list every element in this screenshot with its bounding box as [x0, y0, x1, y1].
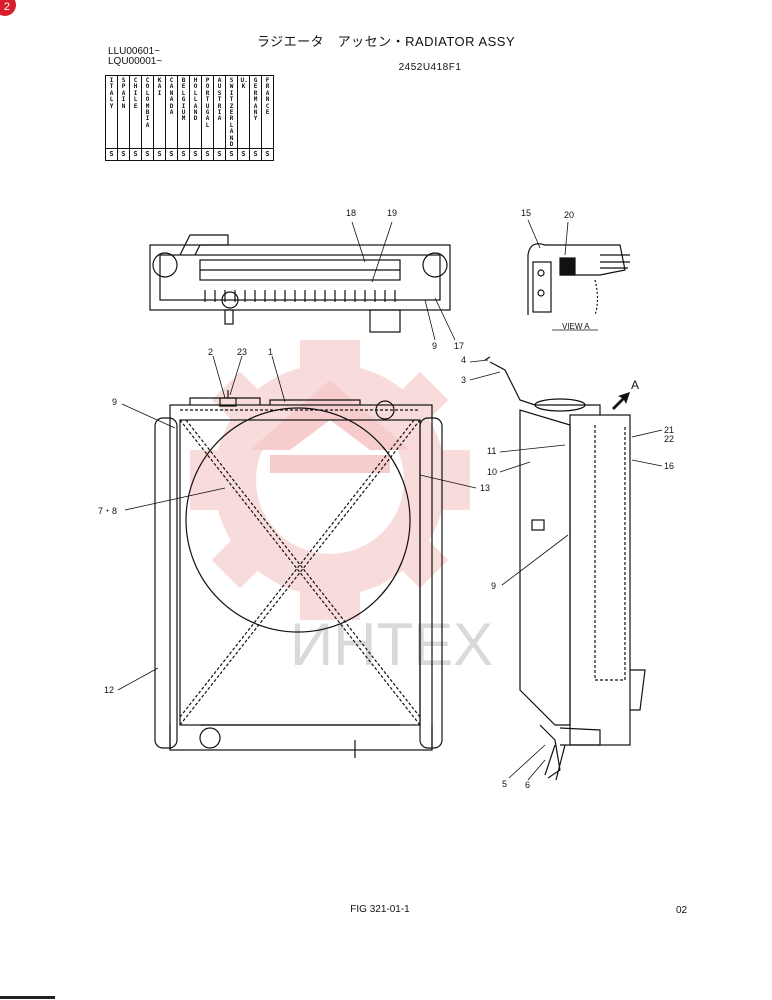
serial-range-2: LQU00001~ [108, 56, 163, 67]
country-name: BELGIUM [181, 77, 186, 123]
callout-2: 2 [208, 347, 214, 357]
callout-19: 19 [387, 208, 398, 218]
callout-11: 11 [487, 446, 497, 456]
radiator-front-view [154, 390, 443, 758]
callout-12: 12 [104, 685, 115, 695]
country-name: ITALY [109, 77, 114, 110]
watermark-gear-logo [190, 340, 470, 620]
assembly-part-number: 2452U418F1 [398, 62, 462, 73]
serial-range-1: LLU00601~ [108, 46, 160, 57]
hose-clamp-part-4 [484, 356, 491, 361]
country-name: PORTUGAL [205, 77, 210, 129]
callout-3: 3 [461, 375, 467, 385]
callout-5: 5 [502, 779, 508, 789]
drawing-title: ラジエータ アッセン・RADIATOR ASSY [256, 34, 516, 49]
watermark-text: ИНТЕХ [290, 611, 493, 678]
callout-9-top: 9 [432, 341, 438, 351]
callout-10: 10 [487, 467, 498, 477]
page-badge: 2 [0, 0, 16, 16]
callout-9-side: 9 [491, 581, 497, 591]
callout-17: 17 [454, 341, 465, 351]
view-a-arrow-icon [612, 392, 630, 410]
country-applicability-mark: S [153, 148, 166, 162]
country-name: FRANCE [265, 77, 270, 117]
callout-16: 16 [664, 461, 675, 471]
radiator-top-view [149, 234, 451, 333]
callout-18: 18 [346, 208, 357, 218]
callout-21: 21 [664, 425, 675, 435]
view-a-label: VIEW A [562, 322, 590, 331]
callout-22: 22 [664, 434, 675, 444]
callout-23: 23 [237, 347, 248, 357]
country-name: GERMANY [253, 77, 258, 123]
callout-7-8: 7・8 [98, 506, 118, 516]
country-column-header: GERMANY [249, 74, 262, 150]
figure-number: FIG 321-01-1 [350, 904, 410, 915]
country-name: CANADA [169, 77, 174, 117]
view-a-arrow-label: A [631, 378, 640, 392]
country-applicability-mark: S [141, 148, 154, 162]
country-applicability-table: ITALY SPAIN CHILE COLOMBIA KAI CANADA BELGIUM H… [105, 74, 274, 162]
country-column-header: COLOMBIA [141, 74, 154, 150]
country-column-header: AUSTRIA [213, 74, 226, 150]
view-a-detail [527, 243, 630, 316]
country-name: CHILE [133, 77, 138, 110]
country-name: SPAIN [121, 77, 126, 110]
country-column-header: FRANCE [261, 74, 274, 150]
leader-lines [117, 219, 663, 781]
country-name: COLOMBIA [145, 77, 150, 129]
callout-6: 6 [525, 780, 531, 790]
country-name: SWITZER LAND [229, 77, 234, 149]
callout-13: 13 [480, 483, 491, 493]
country-name: U.K [240, 77, 248, 91]
country-name: AUSTRIA [217, 77, 222, 123]
callout-20: 20 [564, 210, 575, 220]
country-column-header: U.K [237, 74, 250, 150]
country-applicability-mark: S [261, 148, 274, 162]
callout-15: 15 [521, 208, 532, 218]
callout-1: 1 [268, 347, 274, 357]
country-name: KAI [157, 77, 162, 97]
hose-part-3 [489, 361, 536, 406]
callout-4: 4 [461, 355, 467, 365]
callout-9-left: 9 [112, 397, 118, 407]
country-name: HOLLAND [193, 77, 198, 123]
page-code: 02 [676, 905, 688, 916]
country-column-header: BELGIUM [177, 74, 190, 150]
radiator-side-view [519, 398, 646, 781]
footer-rule [0, 996, 55, 999]
